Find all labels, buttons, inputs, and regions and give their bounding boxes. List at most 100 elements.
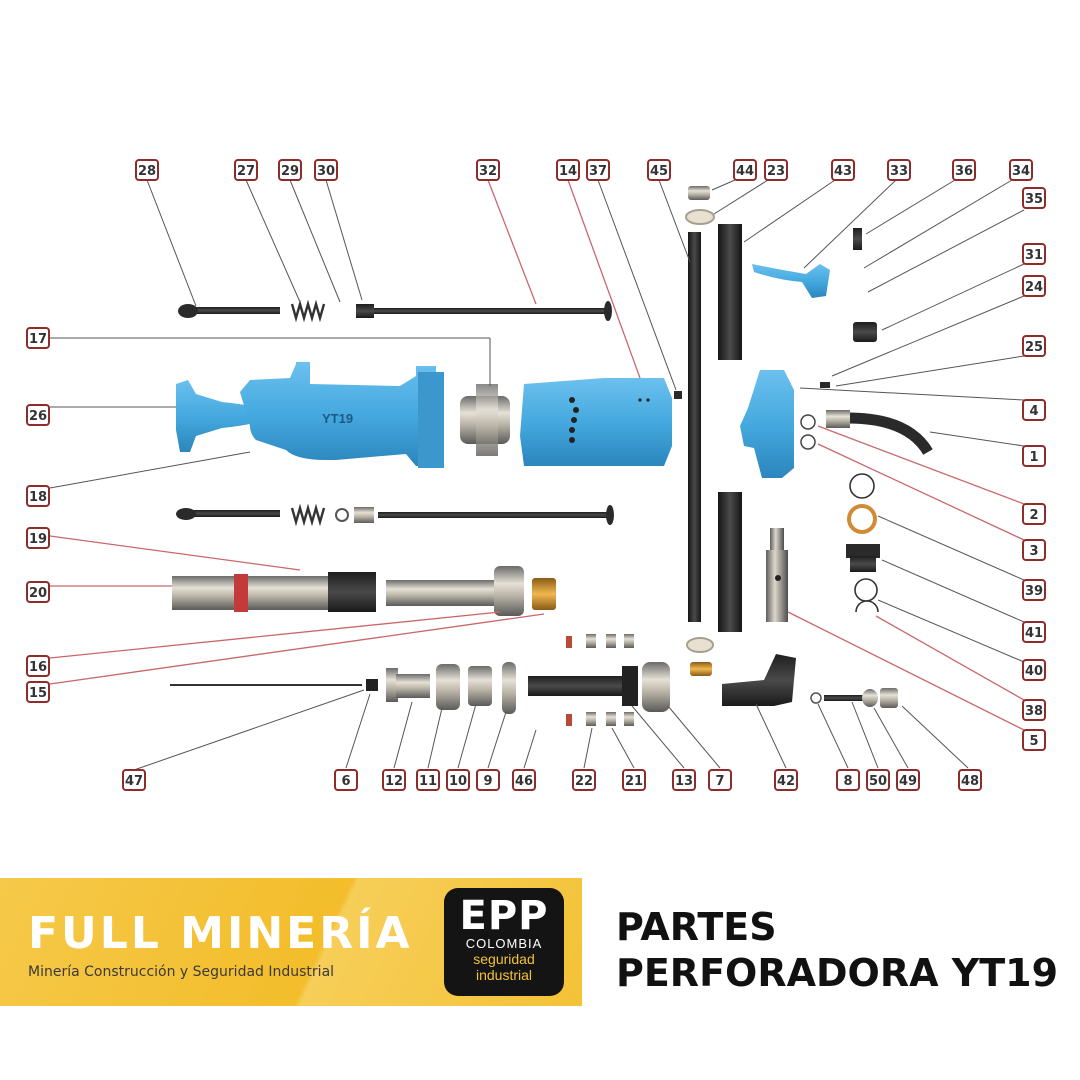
part-handle-bolt-top xyxy=(178,304,280,318)
part-backhead: YT19 xyxy=(240,362,444,468)
callout-label: 9 xyxy=(483,774,492,789)
part-pawls-top xyxy=(566,634,634,648)
part-nut-bottom xyxy=(354,507,374,523)
part-small-nut xyxy=(366,679,378,691)
callout-label: 4 xyxy=(1029,404,1038,419)
callout-label: 33 xyxy=(890,164,908,179)
callout-35: 35 xyxy=(1022,187,1046,209)
callout-label: 35 xyxy=(1025,192,1043,207)
epp-logo: EPP COLOMBIA seguridad industrial xyxy=(444,888,564,996)
epp-logo-main: EPP xyxy=(459,893,549,939)
part-tube-bottom xyxy=(718,492,742,632)
callout-25: 25 xyxy=(1022,335,1046,357)
callout-1: 1 xyxy=(1022,445,1046,467)
callout-label: 36 xyxy=(955,164,973,179)
callout-44: 44 xyxy=(733,159,757,181)
callout-label: 43 xyxy=(834,164,852,179)
part-water-housing xyxy=(740,370,794,478)
callout-30: 30 xyxy=(314,159,338,181)
callout-label: 40 xyxy=(1025,664,1043,679)
part-cylinder xyxy=(520,378,672,466)
callout-18: 18 xyxy=(26,485,50,507)
callout-12: 12 xyxy=(382,769,406,791)
callout-24: 24 xyxy=(1022,275,1046,297)
callout-label: 6 xyxy=(341,774,350,789)
brand-panel: FULL MINERÍA Minería Construcción y Segu… xyxy=(0,878,582,1006)
callout-2: 2 xyxy=(1022,503,1046,525)
part-bolt-50 xyxy=(824,695,866,701)
callout-14: 14 xyxy=(556,159,580,181)
callout-4: 4 xyxy=(1022,399,1046,421)
part-spring-top xyxy=(290,299,326,323)
part-plug xyxy=(853,322,877,342)
callout-label: 1 xyxy=(1029,450,1038,465)
part-valve-stem xyxy=(766,528,788,622)
callout-27: 27 xyxy=(234,159,258,181)
callout-47: 47 xyxy=(122,769,146,791)
callout-29: 29 xyxy=(278,159,302,181)
callout-42: 42 xyxy=(774,769,798,791)
callout-label: 15 xyxy=(29,686,47,701)
callout-label: 28 xyxy=(138,164,156,179)
part-bearing xyxy=(642,662,670,712)
part-circlip xyxy=(855,600,879,613)
callout-48: 48 xyxy=(958,769,982,791)
callout-label: 29 xyxy=(281,164,299,179)
callout-23: 23 xyxy=(764,159,788,181)
callout-label: 7 xyxy=(715,774,724,789)
footer-banner: FULL MINERÍA Minería Construcción y Segu… xyxy=(0,878,1080,1006)
callout-label: 46 xyxy=(515,774,533,789)
callout-label: 20 xyxy=(29,586,47,601)
callout-label: 48 xyxy=(961,774,979,789)
callout-31: 31 xyxy=(1022,243,1046,265)
part-o-ring-a xyxy=(800,414,816,430)
callout-7: 7 xyxy=(708,769,732,791)
callout-22: 22 xyxy=(572,769,596,791)
callout-label: 11 xyxy=(419,774,437,789)
callout-label: 18 xyxy=(29,490,47,505)
page-title-line2: PERFORADORA YT19 xyxy=(616,951,1059,995)
callout-13: 13 xyxy=(672,769,696,791)
part-nut-top xyxy=(356,304,374,318)
part-bushing-a xyxy=(436,664,460,710)
part-rotation-sleeve xyxy=(172,572,376,612)
part-nut-48 xyxy=(880,688,898,708)
callout-label: 5 xyxy=(1029,734,1038,749)
callout-label: 32 xyxy=(479,164,497,179)
page-title-line1: PARTES xyxy=(616,905,777,949)
part-handle xyxy=(176,380,278,452)
callout-17: 17 xyxy=(26,327,50,349)
callout-10: 10 xyxy=(446,769,470,791)
part-washer-bottom xyxy=(335,508,349,522)
callout-19: 19 xyxy=(26,527,50,549)
callout-43: 43 xyxy=(831,159,855,181)
leader-lines xyxy=(49,179,1025,771)
callout-9: 9 xyxy=(476,769,500,791)
callout-label: 47 xyxy=(125,774,143,789)
callout-11: 11 xyxy=(416,769,440,791)
part-elbow xyxy=(722,654,796,706)
svg-text:YT19: YT19 xyxy=(322,411,353,426)
part-handle-bolt-bottom xyxy=(176,508,280,520)
part-rifle-bar xyxy=(528,666,638,706)
callout-label: 42 xyxy=(777,774,795,789)
callout-label: 26 xyxy=(29,409,47,424)
callout-label: 22 xyxy=(575,774,593,789)
part-ring-black xyxy=(849,473,875,499)
epp-logo-line2: industrial xyxy=(475,967,533,983)
callout-label: 25 xyxy=(1025,340,1043,355)
callout-label: 34 xyxy=(1012,164,1030,179)
callout-32: 32 xyxy=(476,159,500,181)
callout-label: 31 xyxy=(1025,248,1043,263)
part-top-washer xyxy=(685,209,715,225)
part-long-bolt-bottom xyxy=(378,505,614,525)
callout-label: 21 xyxy=(625,774,643,789)
callout-49: 49 xyxy=(896,769,920,791)
callout-5: 5 xyxy=(1022,729,1046,751)
callout-label: 37 xyxy=(589,164,607,179)
part-hose xyxy=(847,412,933,456)
part-chuck xyxy=(386,668,430,702)
part-top-nut xyxy=(688,186,710,200)
